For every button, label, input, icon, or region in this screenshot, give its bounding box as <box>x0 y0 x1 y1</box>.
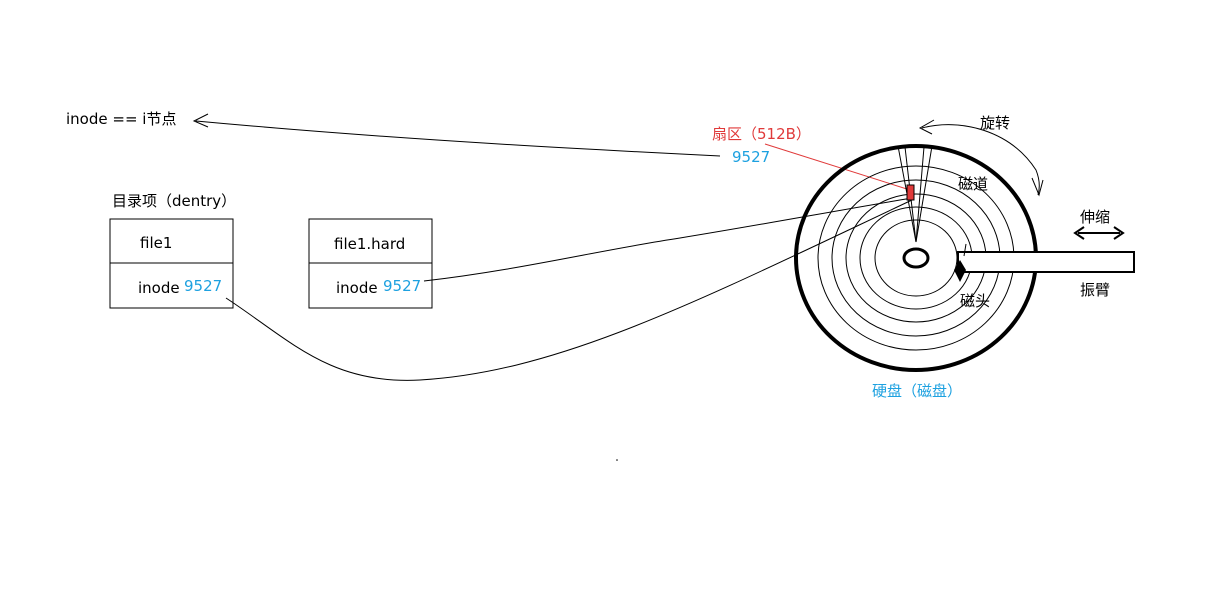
sector-highlight <box>906 184 915 201</box>
sector-pointer-line <box>764 143 911 191</box>
dentry-title: 目录项（dentry） <box>112 192 236 210</box>
sector-label: 扇区（512B） <box>712 125 811 143</box>
entry-inode-number: 9527 <box>383 277 421 295</box>
sector-wedge-line <box>915 145 933 243</box>
dentry-box-file1-hard: file1.hard inode 9527 <box>308 218 433 309</box>
entry-name: file1.hard <box>334 235 405 253</box>
head-label: 磁头 <box>960 292 990 310</box>
track-ring <box>874 219 958 297</box>
file1-link-curve <box>225 199 913 381</box>
entry-inode-label: inode <box>138 279 180 297</box>
rotation-arc <box>921 124 1040 196</box>
head-tick <box>963 243 967 257</box>
inode-pointer-arrow <box>195 120 721 157</box>
disk-caption: 硬盘（磁盘） <box>872 382 962 400</box>
stretch-arrowhead-right <box>1113 226 1125 240</box>
entry-inode-label: inode <box>336 279 378 297</box>
rotate-label: 旋转 <box>980 114 1010 132</box>
arm-label: 振臂 <box>1080 281 1110 299</box>
inode-title: inode == i节点 <box>66 110 176 128</box>
track-ring <box>859 206 973 310</box>
sector-inode-number: 9527 <box>732 148 770 166</box>
entry-name: file1 <box>140 234 172 252</box>
inode-pointer-arrowhead <box>192 113 209 128</box>
spindle <box>902 247 930 269</box>
rotation-tail <box>918 119 935 135</box>
actuator-arm <box>957 251 1135 273</box>
entry-inode-number: 9527 <box>184 277 222 295</box>
rotation-arrowhead <box>1031 177 1044 197</box>
stretch-arrowhead-left <box>1073 226 1085 240</box>
stray-dot <box>616 459 618 461</box>
hardlink-link-curve <box>423 197 913 282</box>
sector-wedge-line <box>915 146 925 243</box>
read-head <box>954 260 966 282</box>
track-label: 磁道 <box>958 175 988 193</box>
stretch-label: 伸缩 <box>1080 208 1110 226</box>
dentry-box-file1: file1 inode 9527 <box>109 218 234 309</box>
